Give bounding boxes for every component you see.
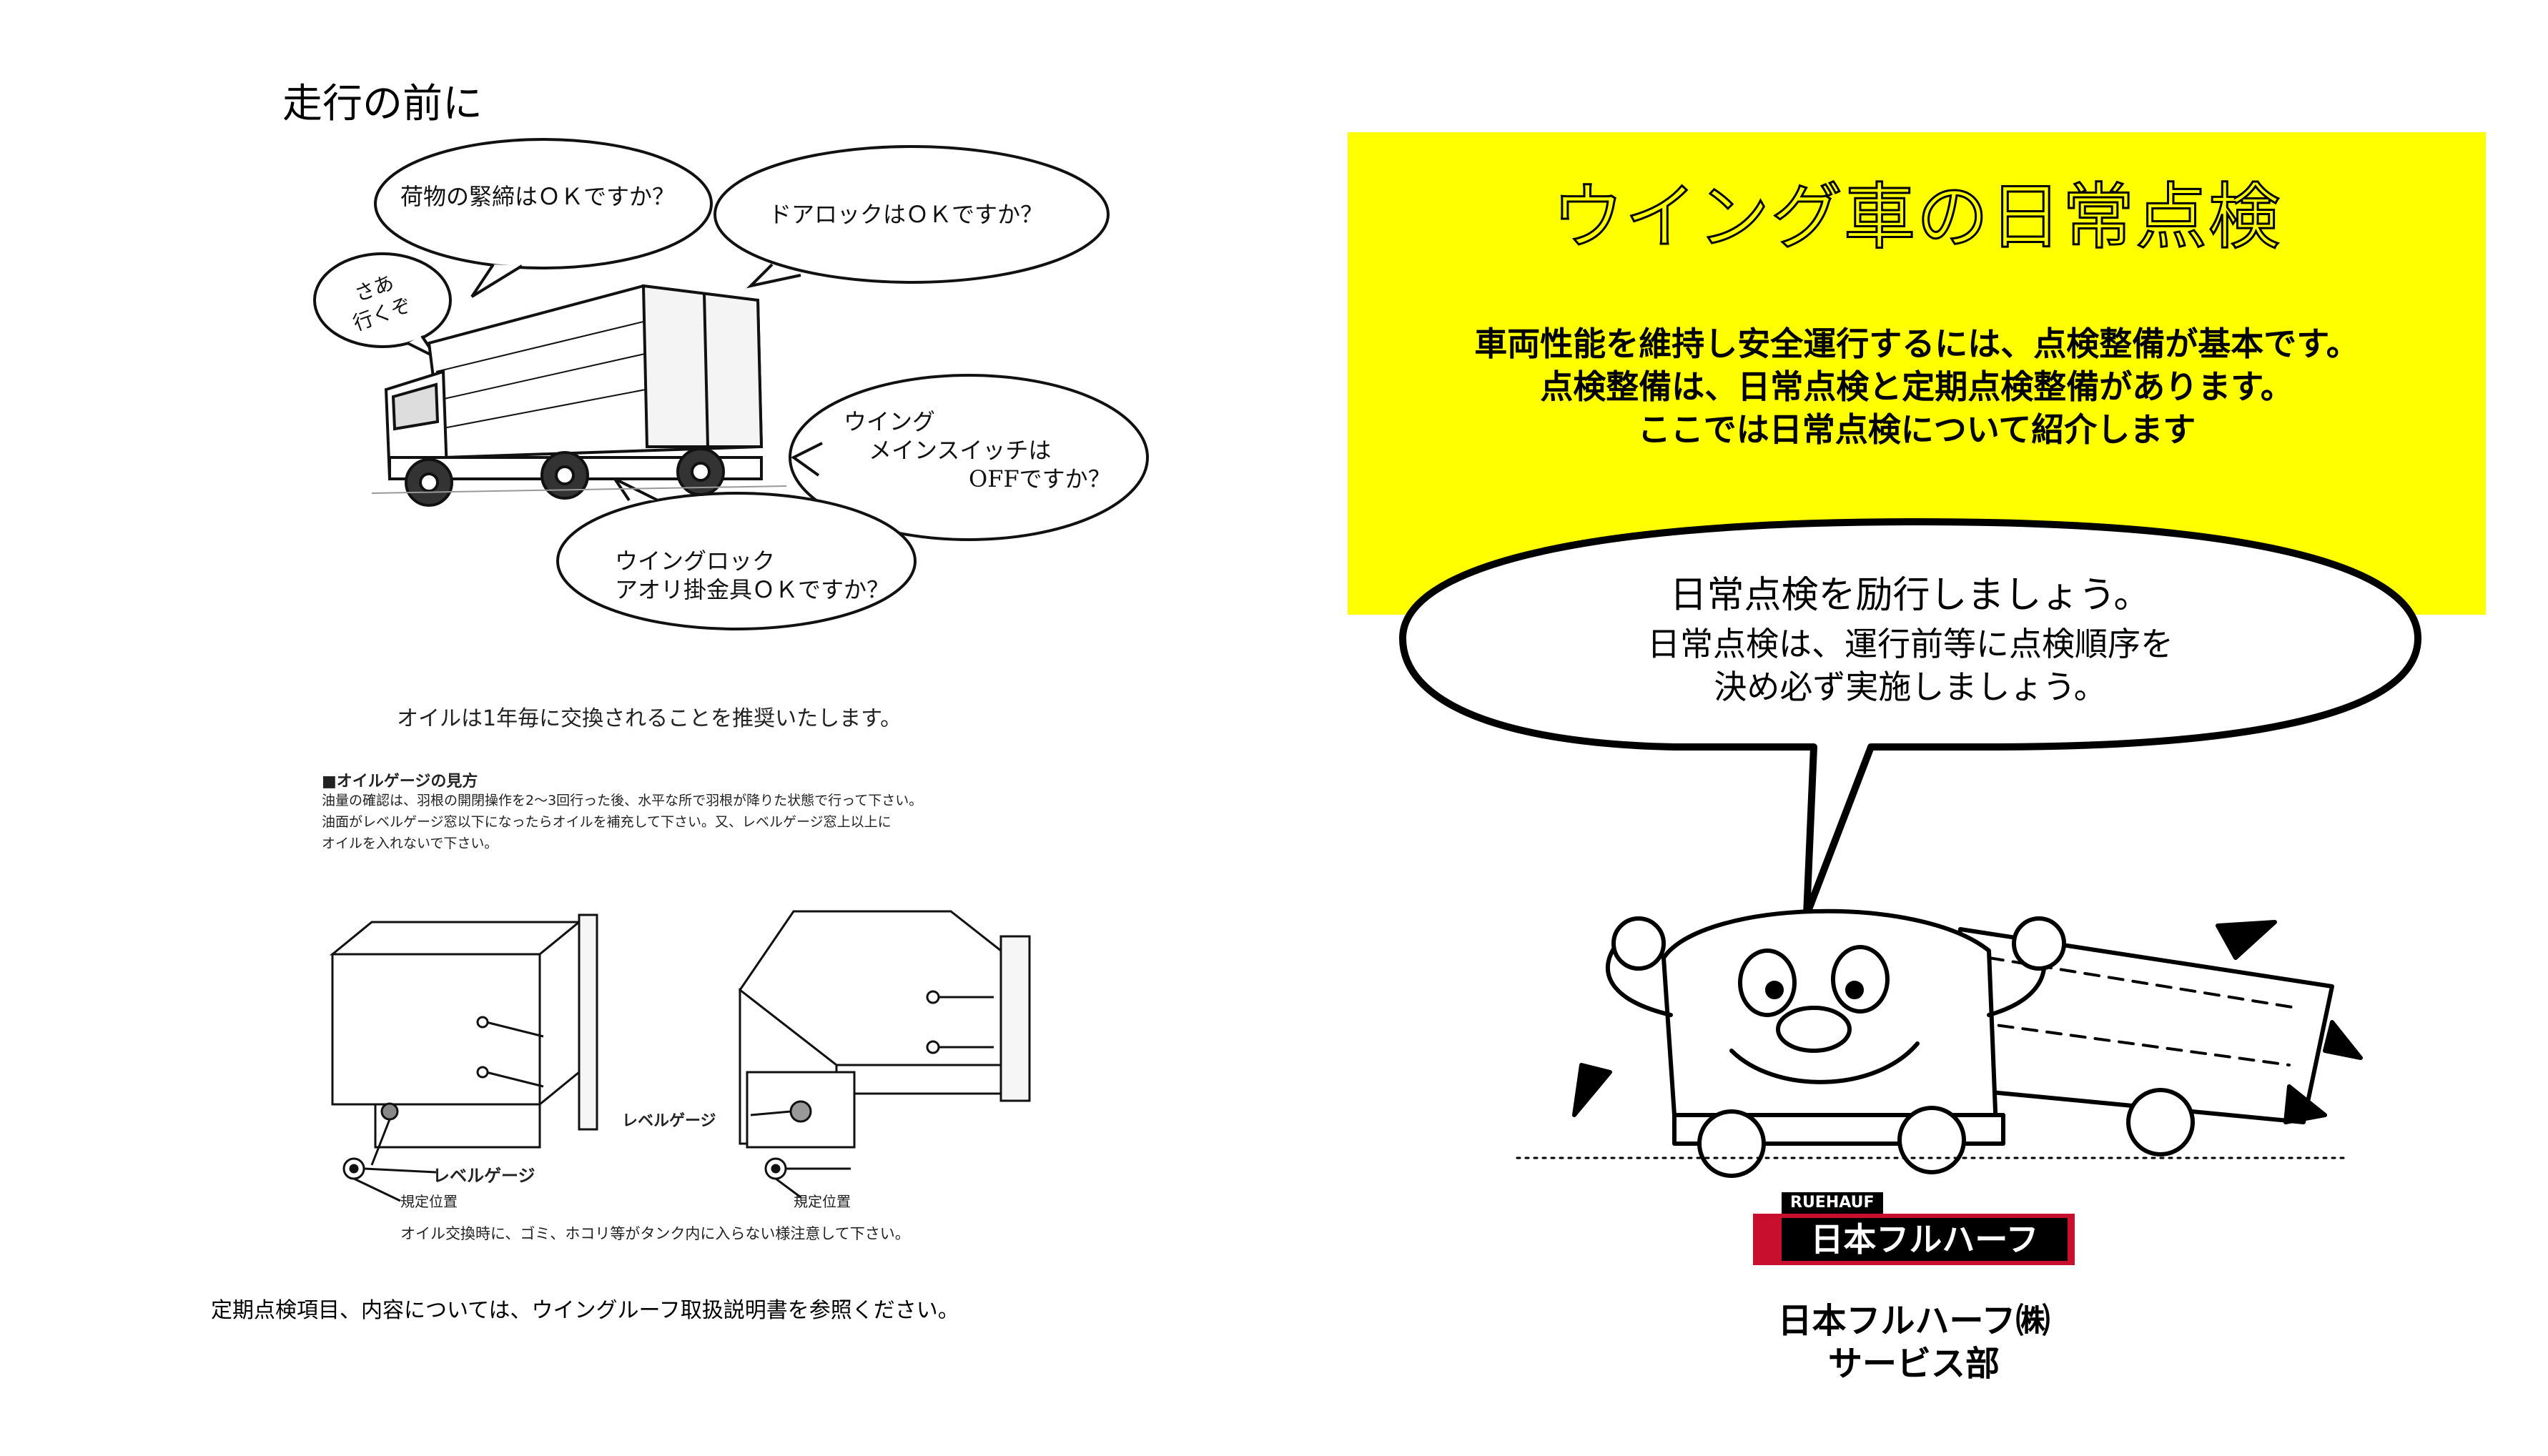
right-page: ウイング車の日常点検 車両性能を維持し安全運行するには、点検整備が基本です。 点…	[1274, 0, 2548, 1456]
label-spec-left: 規定位置	[400, 1193, 458, 1210]
gauge-title: ■オイルゲージの見方	[322, 773, 478, 791]
bubble-switch-line3: OFFですか？	[969, 465, 1111, 492]
speech-line2: 日常点検は、運行前等に点検順序を	[1647, 625, 2173, 663]
gauge-line1: 油量の確認は、羽根の開閉操作を2～3回行った後、水平な所で羽根が降りた状態で行っ…	[322, 793, 923, 808]
intro-line2: 点検整備は、日常点検と定期点検整備があります。	[1540, 367, 2293, 406]
left-page: 走行の前に	[211, 81, 1149, 1323]
bubble-lock-line2: アオリ掛金具ＯＫですか？	[615, 576, 890, 603]
gauge-caution: オイル交換時に、ゴミ、ホコリ等がタンク内に入らない様注意して下さい。	[400, 1225, 910, 1242]
department-name: サービス部	[1827, 1344, 2000, 1384]
label-level-gauge-left: レベルゲージ	[433, 1166, 535, 1186]
logo-main: 日本フルハーフ	[1782, 1218, 2068, 1261]
panel-title: ウイング車の日常点検	[1551, 174, 2281, 260]
logo-top: RUEHAUF	[1782, 1192, 1883, 1214]
company-logo: RUEHAUF 日本フルハーフ	[1753, 1192, 2075, 1271]
bubble-lock-line1: ウイングロック	[615, 548, 776, 575]
oil-tank-diagrams	[329, 910, 1031, 1202]
bubble-door: ドアロックはＯＫですか？	[769, 201, 1044, 228]
bubble-cargo: 荷物の緊締はＯＫですか？	[400, 183, 676, 210]
truck-illustration	[313, 138, 1149, 630]
footer-reference: 定期点検項目、内容については、ウイングルーフ取扱説明書を参照ください。	[211, 1298, 959, 1323]
bubble-switch-line1: ウイング	[844, 408, 936, 435]
label-spec-right: 規定位置	[794, 1193, 851, 1210]
intro-line3: ここでは日常点検について紹介します	[1637, 410, 2196, 449]
page-heading: 走行の前に	[282, 81, 483, 127]
company-name: 日本フルハーフ㈱	[1777, 1301, 2050, 1341]
gauge-line2: 油面がレベルゲージ窓以下になったらオイルを補充して下さい。又、レベルゲージ窓上以…	[322, 814, 892, 830]
gauge-line3: オイルを入れないで下さい。	[322, 836, 498, 851]
speech-line1: 日常点検を励行しましょう。	[1669, 574, 2151, 617]
bubble-switch-line2: メインスイッチは	[869, 437, 1052, 464]
label-level-gauge-right: レベルゲージ	[622, 1112, 716, 1130]
oil-notice: オイルは1年毎に交換されることを推奨いたします。	[397, 706, 902, 731]
mascot-illustration	[1399, 518, 2421, 1178]
intro-line1: 車両性能を維持し安全運行するには、点検整備が基本です。	[1474, 325, 2359, 363]
speech-line3: 決め必ず実施しましょう。	[1714, 668, 2107, 706]
